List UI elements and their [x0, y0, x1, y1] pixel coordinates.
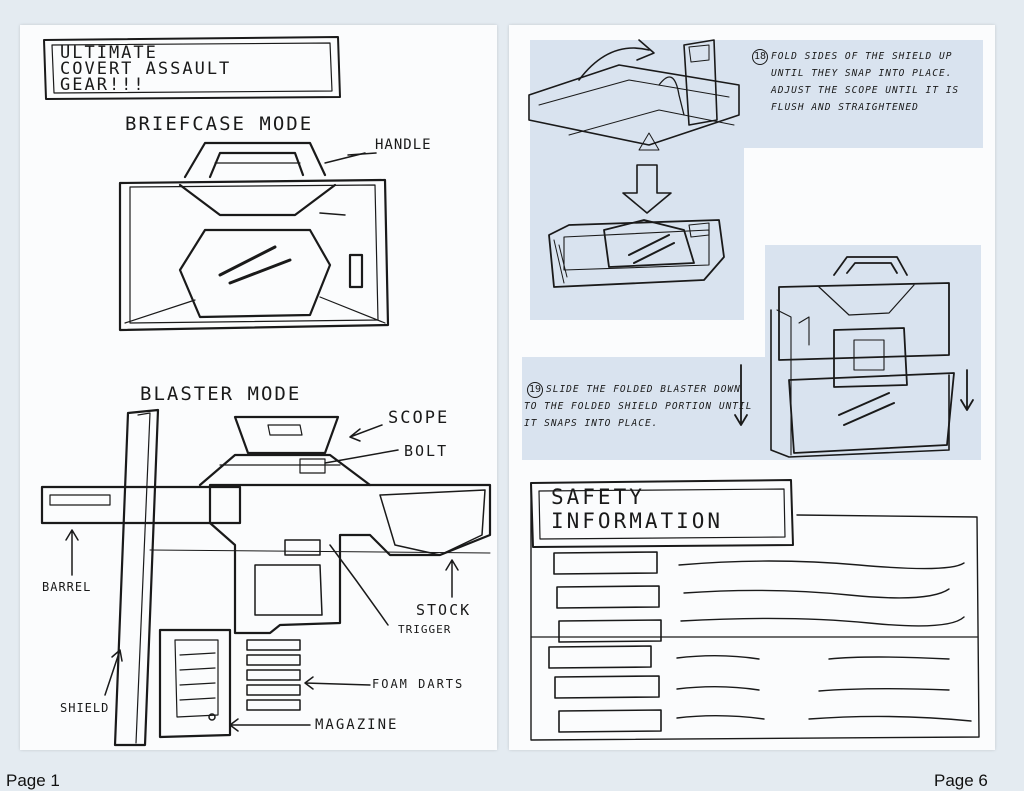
- step-18-sketch-top: [528, 39, 740, 151]
- safety-rows: [548, 551, 972, 733]
- step-18-sketch-bottom: [548, 219, 725, 288]
- page-6: 18 FOLD SIDES OF THE SHIELD UP UNTIL THE…: [509, 25, 995, 750]
- barrel-label: BARREL: [42, 580, 92, 594]
- step-19-sketch: [734, 256, 974, 458]
- foam-darts-label: FOAM DARTS: [372, 677, 465, 691]
- leader-lines: [65, 152, 459, 732]
- title-box: [43, 36, 341, 100]
- briefcase-sketch: [118, 141, 390, 332]
- blaster-sketch: [40, 408, 492, 747]
- title-line-1: ULTIMATE: [60, 43, 158, 63]
- handle-label: HANDLE: [375, 137, 432, 153]
- shield-label: SHIELD: [60, 701, 110, 715]
- title-line-3: GEAR!!!: [60, 75, 146, 95]
- title-line-2: COVERT ASSAULT: [60, 59, 232, 79]
- trigger-label: TRIGGER: [398, 623, 452, 636]
- step-19-text: SLIDE THE FOLDED BLASTER DOWN TO THE FOL…: [524, 384, 753, 429]
- safety-frame: [530, 479, 980, 741]
- page-6-label: Page 6: [934, 771, 988, 790]
- page-1-label: Page 1: [6, 771, 60, 790]
- step-19-number: 19: [527, 382, 543, 398]
- magazine-label: MAGAZINE: [315, 717, 399, 733]
- edge-watermark: [988, 270, 1004, 550]
- down-arrow: [622, 164, 672, 214]
- step-18-number: 18: [752, 49, 768, 65]
- safety-title-line-1: SAFETY: [551, 485, 645, 509]
- blaster-mode-heading: BLASTER MODE: [140, 383, 302, 405]
- bolt-label: BOLT: [404, 442, 449, 460]
- step-19-image-panel: [765, 245, 981, 460]
- step-19-text-panel: [522, 357, 767, 460]
- scope-label: SCOPE: [388, 408, 450, 428]
- page-1-sketch: [40, 36, 492, 747]
- briefcase-mode-heading: BRIEFCASE MODE: [125, 113, 314, 135]
- safety-title-line-2: INFORMATION: [551, 509, 724, 533]
- page-6-sketch: [528, 39, 980, 741]
- stock-label: STOCK: [416, 601, 472, 619]
- page-1: ULTIMATE COVERT ASSAULT GEAR!!! BRIEFCAS…: [20, 25, 497, 750]
- step-18-text: FOLD SIDES OF THE SHIELD UP UNTIL THEY S…: [771, 51, 960, 113]
